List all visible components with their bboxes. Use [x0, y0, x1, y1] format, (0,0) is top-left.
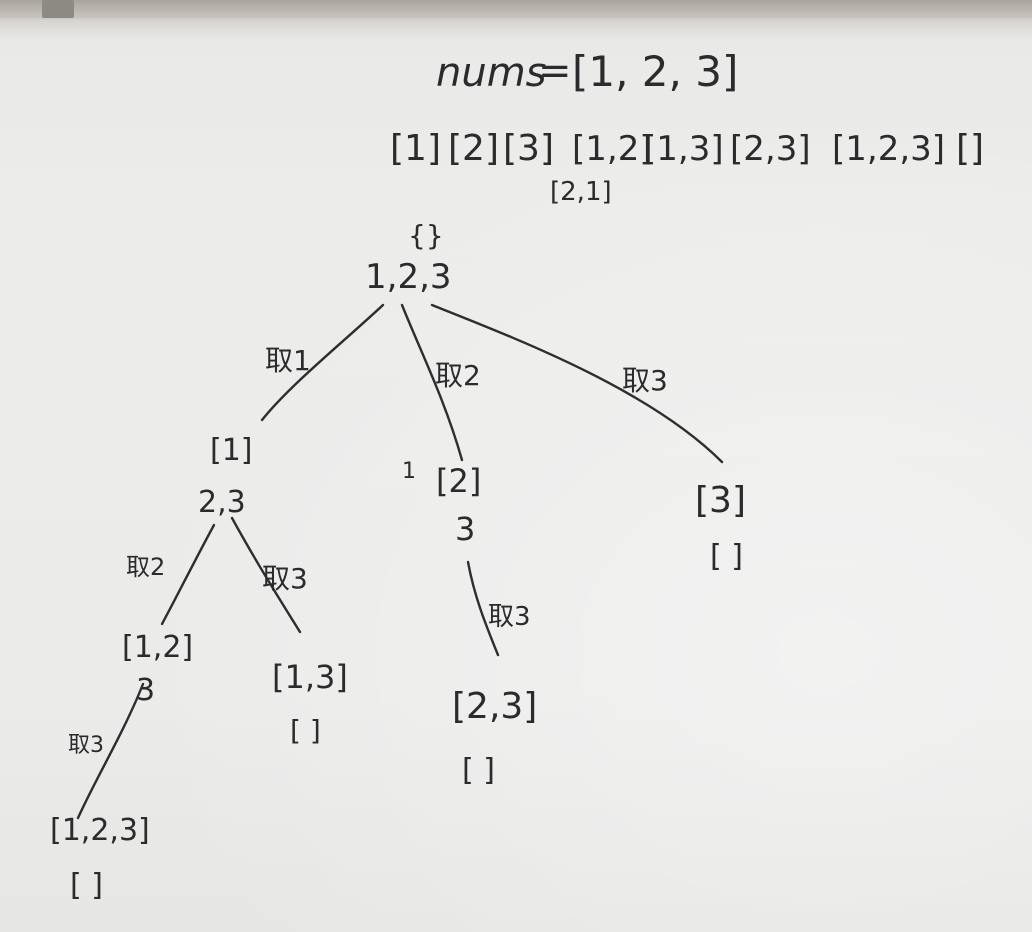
edge-n2-3 — [466, 560, 500, 657]
tree-node-1-2: [1,2] 3 — [122, 630, 193, 708]
subset-3: [3] — [503, 128, 554, 169]
node-1-chosen: [1] — [210, 433, 253, 468]
tree-node-3: [3] [ ] — [695, 480, 746, 574]
tree-node-1-3: [1,3] [ ] — [272, 658, 348, 747]
board-clip — [42, 0, 74, 18]
edge-n1-2 — [160, 523, 216, 626]
nums-value: [1, 2, 3] — [572, 47, 738, 96]
subset-note: [2,1] — [550, 177, 612, 207]
node-1-2-3-remaining: [ ] — [70, 868, 103, 903]
edge-labels: 取1 取2 取3 取2 取3 取3 取3 — [68, 344, 668, 758]
tree-node-root: {} 1,2,3 — [365, 219, 452, 297]
subset-1-2-3: [1,2,3] — [832, 129, 945, 169]
subset-1: [1] — [390, 128, 441, 169]
edge-label-root-1: 取1 — [265, 344, 311, 377]
node-1-remaining: 2,3 — [198, 485, 246, 520]
node-1-3-chosen: [1,3] — [272, 658, 348, 696]
edge-label-n1-2: 取2 — [126, 553, 165, 581]
subset-2: [2] — [448, 128, 499, 169]
tree-node-2-3: [2,3] [ ] — [452, 686, 537, 788]
edge-n12-3 — [76, 682, 145, 820]
nums-label: nums — [436, 50, 547, 96]
node-1-2-remaining: 3 — [136, 673, 155, 708]
edge-label-n12-3: 取3 — [68, 733, 104, 758]
edge-root-2 — [400, 303, 464, 462]
nums-equals: = — [538, 48, 572, 94]
edge-label-root-3: 取3 — [622, 364, 668, 397]
tree-node-1: [1] 2,3 — [198, 433, 253, 520]
node-3-chosen: [3] — [695, 480, 746, 521]
edge-n1-3 — [230, 516, 302, 634]
tree-node-1-2-3: [1,2,3] [ ] — [50, 813, 150, 903]
edge-label-n2-3: 取3 — [488, 602, 531, 632]
node-2-mark: 1 — [402, 459, 416, 484]
node-2-remaining: 3 — [455, 510, 475, 548]
edge-root-3 — [430, 303, 724, 464]
edge-root-1 — [260, 303, 385, 422]
node-1-2-3-chosen: [1,2,3] — [50, 813, 150, 848]
node-1-2-chosen: [1,2] — [122, 630, 193, 665]
tree-node-2: 1 [2] 3 — [402, 459, 481, 548]
node-root-chosen: {} — [408, 219, 444, 252]
header: nums = [1, 2, 3] [1] [2] [3] [1,2] [1,3]… — [390, 47, 984, 207]
subset-1-2: [1,2] — [572, 129, 653, 169]
tree-edges — [76, 303, 724, 820]
node-2-chosen: [2] — [436, 462, 481, 500]
subset-empty: [] — [956, 128, 984, 169]
subset-2-3: [2,3] — [730, 129, 811, 169]
edge-label-root-2: 取2 — [435, 359, 481, 392]
subset-1-3: [1,3] — [643, 129, 724, 169]
node-3-remaining: [ ] — [710, 539, 743, 574]
edge-label-n1-3: 取3 — [262, 562, 308, 595]
node-2-3-chosen: [2,3] — [452, 686, 537, 727]
node-root-remaining: 1,2,3 — [365, 257, 452, 297]
node-2-3-remaining: [ ] — [462, 753, 495, 788]
node-1-3-remaining: [ ] — [290, 714, 321, 747]
whiteboard-frame — [0, 0, 1032, 16]
